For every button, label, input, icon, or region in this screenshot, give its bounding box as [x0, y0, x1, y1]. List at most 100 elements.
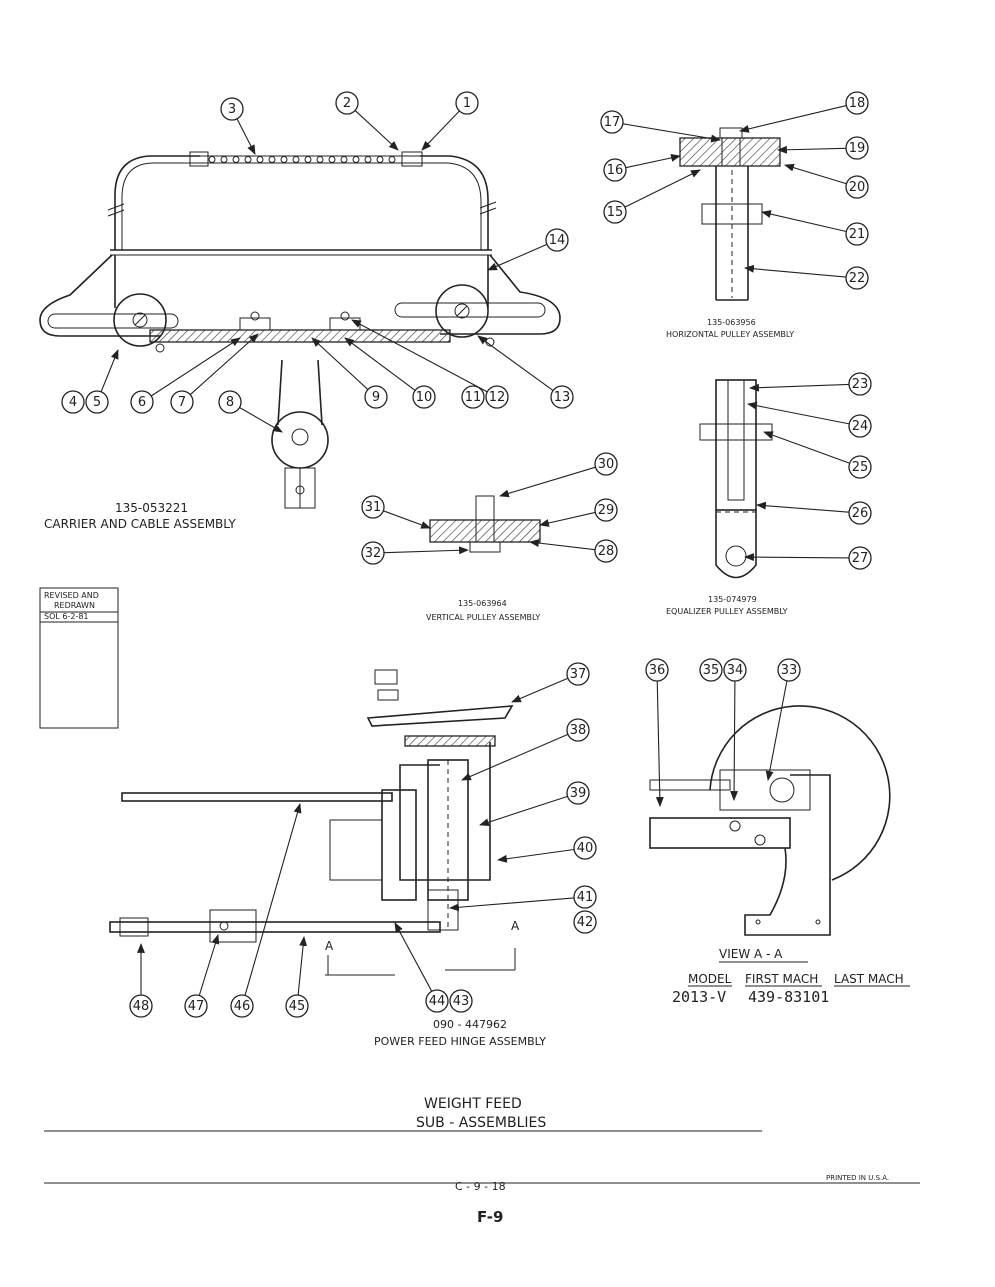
- callout-number: 13: [554, 390, 571, 405]
- leader-lines: [100, 105, 850, 996]
- callout-15: 15: [603, 200, 627, 224]
- horizontal-assembly-name: HORIZONTAL PULLEY ASSEMBLY: [666, 330, 794, 339]
- callout-36: 36: [645, 658, 669, 682]
- callout-40: 40: [573, 836, 597, 860]
- callout-27: 27: [848, 546, 872, 570]
- callout-circle: [361, 495, 385, 519]
- callout-circle: [845, 175, 869, 199]
- callout-circle: [361, 541, 385, 565]
- callout-18: 18: [845, 91, 869, 115]
- callout-circle: [594, 452, 618, 476]
- callout-21: 21: [845, 222, 869, 246]
- callout-circle: [184, 994, 208, 1018]
- leader-line-38: [461, 733, 569, 781]
- callout-circle: [566, 662, 590, 686]
- leader-line-27: [744, 553, 850, 562]
- chain-link: [256, 156, 264, 163]
- callout-circle: [129, 994, 153, 1018]
- vertical-pulley-assembly-drawing: [429, 495, 541, 553]
- leader-line-2: [354, 110, 399, 151]
- callout-circle: [335, 91, 359, 115]
- callout-circle: [425, 989, 449, 1013]
- callout-43: 43: [449, 989, 473, 1013]
- chain-link: [340, 156, 348, 163]
- callout-number: 3: [228, 102, 236, 117]
- callout-12: 12: [485, 385, 509, 409]
- callout-number: 25: [852, 460, 869, 475]
- callout-42: 42: [573, 910, 597, 934]
- left-arm: [39, 254, 160, 337]
- callout-circle: [218, 390, 242, 414]
- callout-37: 37: [566, 662, 590, 686]
- callout-number: 18: [849, 96, 866, 111]
- callout-circle: [566, 718, 590, 742]
- revision-line2: REDRAWN: [54, 601, 95, 610]
- wheel-arc: [709, 705, 891, 881]
- chain-link: [364, 156, 372, 163]
- callout-number: 26: [852, 506, 869, 521]
- callout-number: 45: [289, 999, 306, 1014]
- callout-2: 2: [335, 91, 359, 115]
- callout-32: 32: [361, 541, 385, 565]
- callout-number: 34: [727, 663, 744, 678]
- chain-link: [232, 156, 240, 163]
- callout-number: 16: [607, 163, 624, 178]
- callout-circle: [573, 836, 597, 860]
- horizontal-pulley-assembly-drawing: [679, 127, 781, 301]
- callout-number: 19: [849, 141, 866, 156]
- leader-line-3: [236, 118, 256, 155]
- callout-circle: [485, 385, 509, 409]
- callout-number: 38: [570, 723, 587, 738]
- model-value: 2013-V: [672, 988, 726, 1006]
- callout-circle: [566, 781, 590, 805]
- leader-line-18: [739, 105, 847, 133]
- callout-number: 20: [849, 180, 866, 195]
- callout-number: 23: [852, 377, 869, 392]
- vertical-part-number: 135-063964: [458, 599, 507, 608]
- leader-line-15: [624, 169, 701, 208]
- callout-number: 31: [365, 500, 382, 515]
- callout-number: 28: [598, 544, 615, 559]
- callout-number: 22: [849, 271, 866, 286]
- page-number: F-9: [477, 1208, 503, 1226]
- equalizer-pulley-assembly-drawing: [699, 379, 773, 579]
- leader-line-40: [497, 848, 575, 863]
- leader-line-28: [529, 539, 596, 551]
- chain-link: [352, 156, 360, 163]
- hinge-assembly-name: POWER FEED HINGE ASSEMBLY: [374, 1035, 546, 1048]
- printed-in: PRINTED IN U.S.A.: [826, 1174, 889, 1182]
- callout-3: 3: [220, 97, 244, 121]
- callout-number: 7: [178, 395, 186, 410]
- leader-line-24: [747, 401, 850, 425]
- leader-line-12: [351, 319, 488, 393]
- leader-line-25: [763, 431, 850, 464]
- callout-number: 14: [549, 233, 566, 248]
- callout-circle: [600, 110, 624, 134]
- callout-circle: [845, 222, 869, 246]
- equalizer-assembly-name: EQUALIZER PULLEY ASSEMBLY: [666, 607, 788, 616]
- leader-line-47: [198, 934, 220, 996]
- callout-circle: [285, 994, 309, 1018]
- callout-number: 37: [570, 667, 587, 682]
- leader-line-39: [479, 795, 568, 826]
- callout-number: 41: [577, 890, 594, 905]
- callout-number: 9: [372, 390, 380, 405]
- callout-39: 39: [566, 781, 590, 805]
- chain-link: [328, 156, 336, 163]
- callout-number: 32: [365, 546, 382, 561]
- callout-7: 7: [170, 390, 194, 414]
- callout-6: 6: [130, 390, 154, 414]
- callout-44: 44: [425, 989, 449, 1013]
- leader-line-26: [756, 501, 850, 513]
- chain-link: [244, 156, 252, 163]
- callout-45: 45: [285, 994, 309, 1018]
- callout-47: 47: [184, 994, 208, 1018]
- callout-1: 1: [455, 91, 479, 115]
- right-roller: [435, 284, 489, 338]
- chain-link: [316, 156, 324, 163]
- callout-circle: [845, 266, 869, 290]
- callout-46: 46: [230, 994, 254, 1018]
- callout-number: 46: [234, 999, 251, 1014]
